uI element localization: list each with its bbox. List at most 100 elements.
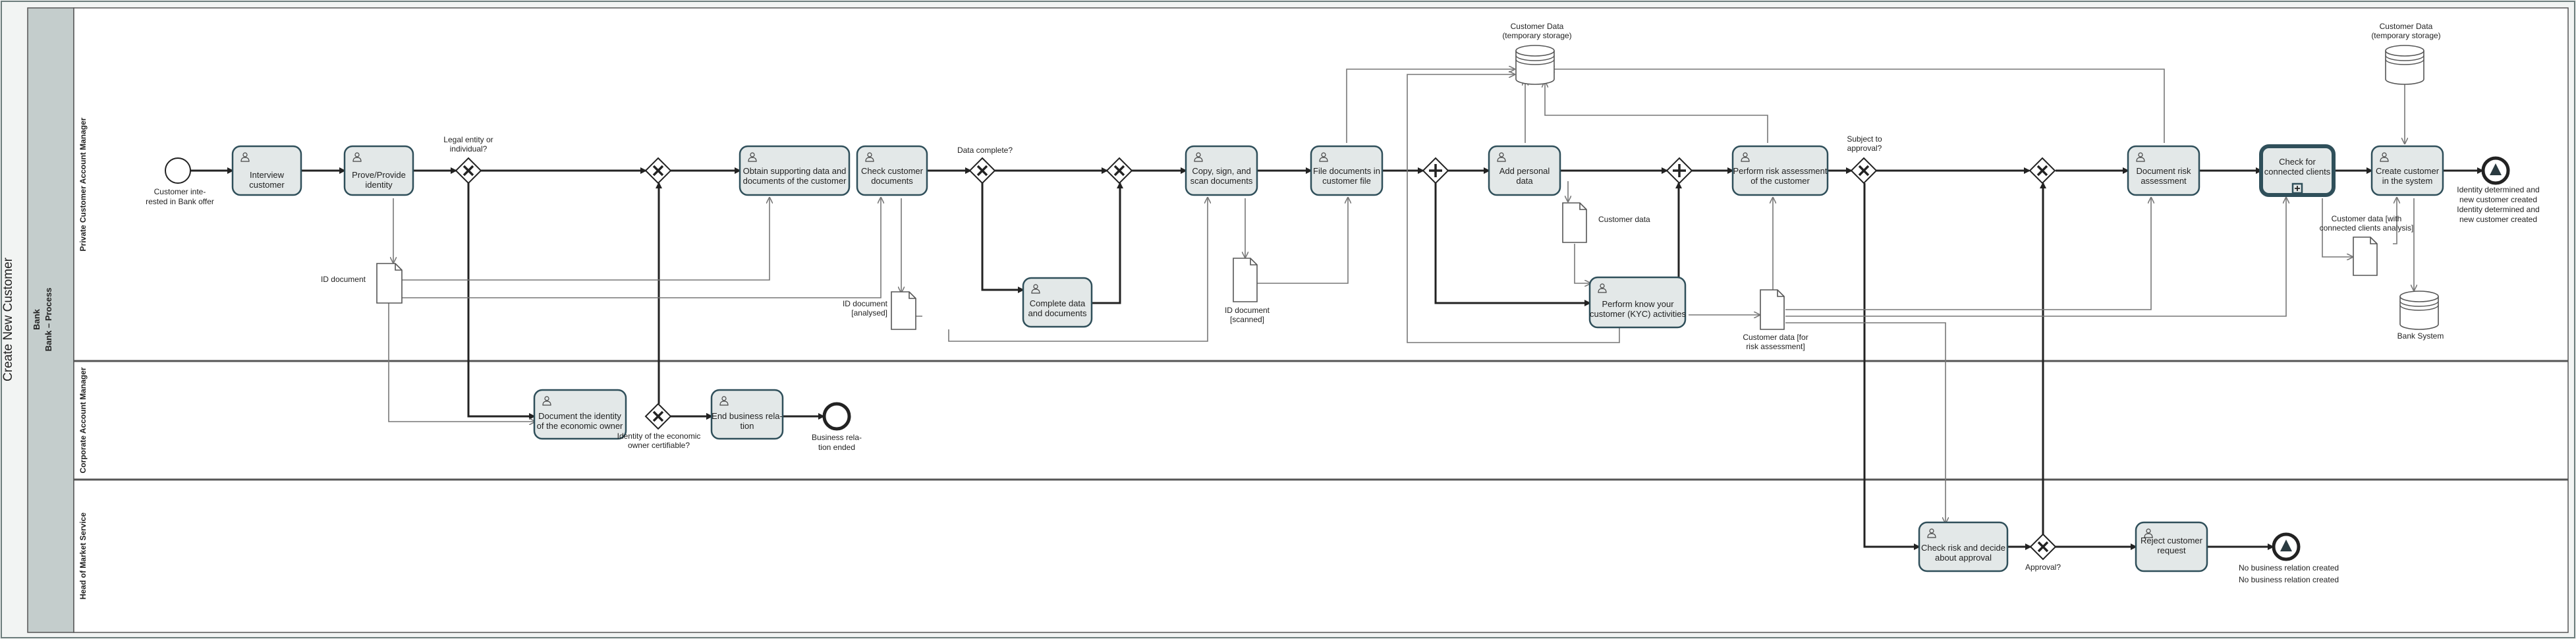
store1-label-line1: Customer Data xyxy=(1511,22,1564,31)
task-label-line1: Interview xyxy=(250,170,285,180)
task-label-line1: Complete data xyxy=(1030,298,1086,308)
data-store-temporary-2[interactable] xyxy=(2385,45,2424,85)
data-object-id-analysed[interactable] xyxy=(891,291,916,330)
end-no-relation-label: No business relation created xyxy=(2239,563,2339,572)
task-label-line1: Check for xyxy=(2279,157,2316,167)
task-label-line2: customer xyxy=(249,180,285,190)
task-label-line2: of the economic owner xyxy=(537,421,623,431)
gateway-xor-data-complete[interactable] xyxy=(968,157,996,184)
gateway-certifiable-label-line1: Identity of the economic xyxy=(617,431,701,441)
gateway-legal-label-line1: Legal entity or xyxy=(443,135,493,144)
gateway-subject-label-line2: approval? xyxy=(1847,144,1882,153)
task-label-line1: Obtain supporting data and xyxy=(743,166,847,176)
gateway-parallel-split[interactable] xyxy=(1422,157,1449,184)
task-label-line1: Perform know your xyxy=(1602,299,1674,309)
gateway-certifiable-label-line2: owner certifiable? xyxy=(628,441,690,450)
gateway-xor-legal-entity[interactable] xyxy=(455,157,482,184)
svg-text:ID document[analysed]: ID document[analysed] xyxy=(843,299,888,318)
id-scanned-label-line1: ID document xyxy=(1225,306,1270,315)
gateway-subject-label-line1: Subject to xyxy=(1847,134,1882,144)
pool-header xyxy=(27,7,74,633)
task-label-line2: scan documents xyxy=(1190,176,1253,186)
cust-connected-label-line1: Customer data [with xyxy=(2332,214,2402,223)
id-analysed-label-line1: ID document xyxy=(843,299,888,308)
svg-text:Business rela-tion ended: Business rela-tion ended xyxy=(812,433,862,452)
svg-text:ID document[scanned]: ID document[scanned] xyxy=(1225,306,1270,324)
data-object-customer-connected[interactable] xyxy=(2353,236,2378,276)
gateway-xor-certifiable[interactable] xyxy=(644,403,672,430)
gateway-xor-approval[interactable] xyxy=(2029,533,2057,561)
data-object-customer-risk[interactable] xyxy=(1760,289,1785,330)
end-business-label-line1: Business rela- xyxy=(812,433,862,442)
data-object-customer-data[interactable] xyxy=(1562,202,1587,243)
task-label-line1: Add personal xyxy=(1499,166,1550,176)
gateway-data-complete-label: Data complete? xyxy=(957,146,1013,155)
end-event-no-relation[interactable] xyxy=(2272,532,2301,561)
end-identity-label-line2: new customer created xyxy=(2459,215,2537,224)
customer-data-label: Customer data xyxy=(1598,215,1650,224)
task-label-line2: assessment xyxy=(2141,176,2187,186)
task-label-line2: request xyxy=(2157,545,2186,555)
end-event-identity-determined[interactable] xyxy=(2481,156,2510,185)
gateway-parallel-join[interactable] xyxy=(1666,157,1693,184)
data-associations xyxy=(388,69,2414,522)
bank-system-label: Bank System xyxy=(2397,331,2444,341)
task-label-line1: Check risk and decide xyxy=(1921,543,2005,553)
task-label-line2: documents of the customer xyxy=(743,176,847,186)
task-end-business-relation[interactable]: End business rela-tion xyxy=(710,389,784,440)
svg-text:Customer inte-rested in Bank o: Customer inte-rested in Bank offer xyxy=(146,187,214,206)
data-store-bank-system[interactable] xyxy=(2399,291,2439,330)
task-label-line1: Create customer xyxy=(2376,166,2440,176)
data-object-id-document[interactable] xyxy=(376,263,403,304)
start-event-label-line2: rested in Bank offer xyxy=(146,197,214,206)
task-label-line1: Document the identity xyxy=(538,411,621,421)
gateway-xor-subject-approval[interactable] xyxy=(1850,157,1878,184)
task-label-line2: identity xyxy=(365,180,393,190)
task-label-line2: about approval xyxy=(1935,553,1992,563)
data-store-temporary-1[interactable] xyxy=(1515,45,1555,85)
lane-label-market: Head of Market Service xyxy=(78,513,88,599)
task-label-line2: documents xyxy=(871,176,913,186)
pool-name: Bank xyxy=(32,308,42,330)
gateway-xor-merge-1[interactable] xyxy=(644,157,672,184)
end-event-business-ended[interactable] xyxy=(822,402,851,431)
id-scanned-label-line2: [scanned] xyxy=(1230,315,1264,324)
start-event[interactable] xyxy=(165,157,191,184)
task-label-line1: File documents in xyxy=(1313,166,1380,176)
end-identity-label-line1: Identity determined and xyxy=(2457,205,2539,214)
gateway-xor-merge-3[interactable] xyxy=(2029,157,2056,184)
gateway-xor-merge-2[interactable] xyxy=(1106,157,1133,184)
start-event-label-line1: Customer inte- xyxy=(154,187,206,196)
data-object-id-scanned[interactable] xyxy=(1233,258,1258,302)
